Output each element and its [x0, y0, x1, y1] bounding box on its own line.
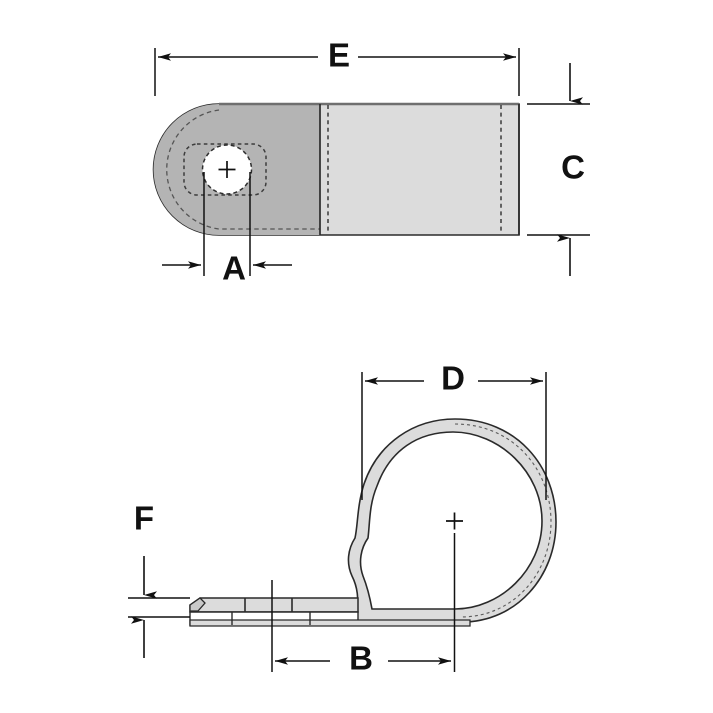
dimension-B: B	[271, 533, 456, 677]
dim-A-label: A	[222, 250, 246, 287]
side-view: D B F	[128, 360, 557, 677]
top-view: E C A	[152, 37, 590, 287]
dimension-D: D	[361, 360, 547, 500]
dim-B-label: B	[349, 640, 373, 677]
dim-E-label: E	[328, 37, 350, 74]
loop-center-mark	[446, 512, 463, 530]
dimension-C: C	[527, 63, 590, 276]
dim-F-label: F	[134, 500, 154, 537]
dimension-F: F	[128, 500, 190, 658]
hole-center-mark	[218, 161, 236, 178]
dimension-E: E	[154, 37, 520, 96]
clamp-loop-band	[199, 418, 557, 623]
tab-nose-bevel	[189, 597, 206, 612]
hole-boss-hidden-outline	[183, 143, 267, 196]
dimension-A: A	[162, 172, 292, 287]
dim-D-label: D	[441, 360, 465, 397]
tab-underside-strip	[189, 619, 471, 627]
dim-C-label: C	[561, 149, 585, 186]
tongue-hidden-edge	[166, 109, 320, 230]
mounting-tab-upper-plate	[189, 597, 359, 613]
